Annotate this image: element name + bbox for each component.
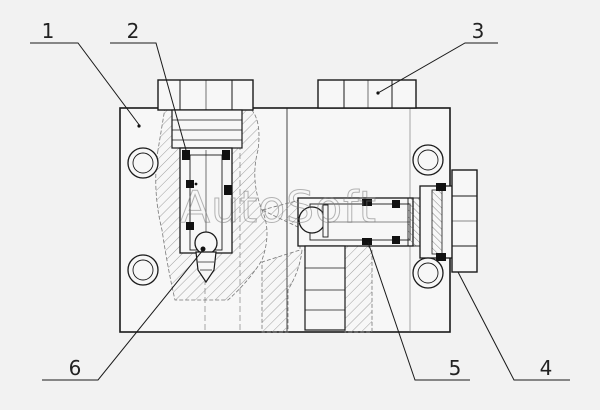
mounting-hole-bottom-left (127, 254, 159, 286)
callout-2: 2 (127, 19, 140, 43)
mounting-holes (127, 144, 444, 289)
leader-line-3 (377, 42, 498, 94)
callout-4: 4 (540, 356, 553, 380)
lower-vertical-channel (304, 245, 346, 331)
horizontal-spool (297, 197, 421, 247)
mounting-hole-top-left (127, 147, 159, 179)
callout-5: 5 (449, 356, 462, 380)
leader-line-2 (110, 42, 187, 151)
leader-line-4 (457, 271, 570, 381)
right-plug-part-4 (419, 169, 478, 273)
mounting-hole-top-right (412, 144, 444, 176)
callout-1: 1 (42, 19, 55, 43)
leader-lines (30, 42, 570, 381)
mounting-hole-bottom-right (412, 257, 444, 289)
leader-line-1 (30, 42, 141, 127)
top-nut-part-2 (157, 79, 254, 149)
vertical-spool (179, 147, 233, 284)
callout-3: 3 (472, 19, 485, 43)
top-boss-part-3 (317, 79, 417, 109)
watermark: AutoSoft (180, 182, 377, 233)
leader-line-5 (367, 241, 470, 381)
callout-6: 6 (69, 356, 82, 380)
leader-line-6 (42, 249, 204, 381)
